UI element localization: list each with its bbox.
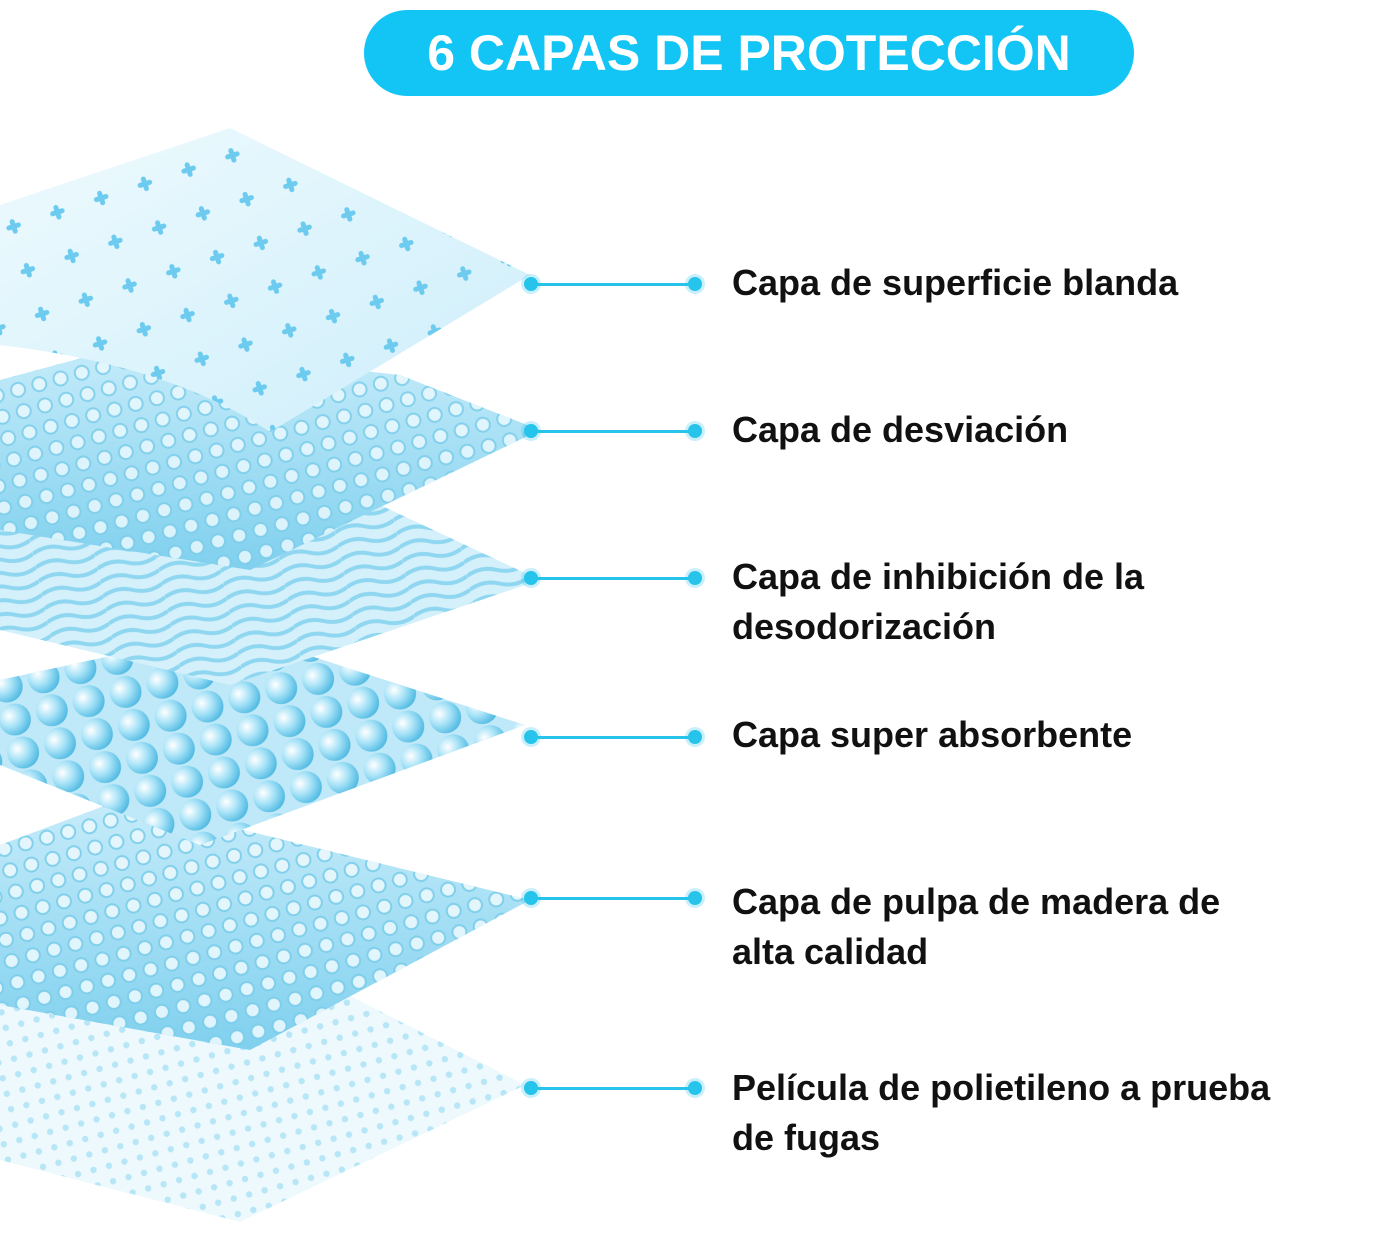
connector-dot-start-3: [524, 571, 538, 585]
layer-label-4: Capa super absorbente: [732, 710, 1352, 760]
connector-line-1: [530, 283, 695, 286]
layer-label-3: Capa de inhibición de la desodorización: [732, 552, 1352, 652]
connector-dot-start-4: [524, 730, 538, 744]
connector-line-3: [530, 577, 695, 580]
layer-label-3-line-1: Capa de inhibición de la: [732, 556, 1145, 597]
layer-label-6-line-1: Película de polietileno a prueba: [732, 1067, 1271, 1108]
layer-4-super-absorbent: [0, 630, 525, 845]
connector-line-5: [530, 897, 695, 900]
title-banner: 6 CAPAS DE PROTECCIÓN: [364, 10, 1134, 96]
layer-2-deviation: [0, 345, 540, 570]
layer-label-4-line-1: Capa super absorbente: [732, 714, 1133, 755]
layer-1-soft-surface: [0, 128, 530, 432]
layer-label-5-line-2: alta calidad: [732, 931, 929, 972]
connector-dot-start-1: [524, 277, 538, 291]
layer-label-5: Capa de pulpa de madera de alta calidad: [732, 877, 1352, 977]
layer-label-6-line-2: de fugas: [732, 1117, 881, 1158]
connector-dot-start-2: [524, 424, 538, 438]
layer-label-2: Capa de desviación: [732, 405, 1352, 455]
connector-line-6: [530, 1087, 695, 1090]
connector-dot-start-5: [524, 891, 538, 905]
layer-label-3-line-2: desodorización: [732, 606, 997, 647]
layer-label-5-line-1: Capa de pulpa de madera de: [732, 881, 1221, 922]
layers-illustration: [0, 128, 540, 1222]
layer-label-1-line-1: Capa de superficie blanda: [732, 262, 1179, 303]
layer-label-1: Capa de superficie blanda: [732, 258, 1352, 308]
connector-dot-end-1: [688, 277, 702, 291]
layer-5-wood-pulp: [0, 800, 530, 1050]
connector-dot-end-5: [688, 891, 702, 905]
connector-dot-start-6: [524, 1081, 538, 1095]
connector-line-4: [530, 736, 695, 739]
layer-label-6: Película de polietileno a prueba de fuga…: [732, 1063, 1352, 1163]
connector-dot-end-4: [688, 730, 702, 744]
layer-label-2-line-1: Capa de desviación: [732, 409, 1069, 450]
page-title: 6 CAPAS DE PROTECCIÓN: [427, 25, 1071, 81]
connector-dot-end-6: [688, 1081, 702, 1095]
connector-dot-end-3: [688, 571, 702, 585]
connector-line-2: [530, 430, 695, 433]
connector-dot-end-2: [688, 424, 702, 438]
